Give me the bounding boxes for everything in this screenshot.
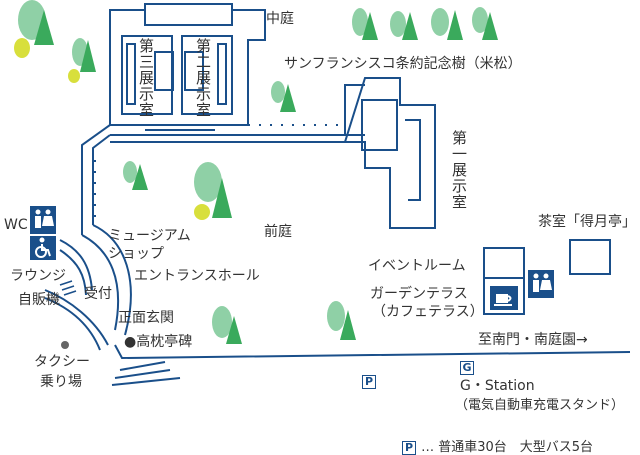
- lounge-label: ラウンジ: [10, 268, 66, 284]
- front-garden-label: 前庭: [264, 224, 292, 240]
- taxi-stand-marker: [61, 341, 69, 349]
- tree-icon: [14, 0, 498, 344]
- tea-room-label: 茶室「得月亭」: [538, 214, 636, 230]
- charging-station-icon: G: [460, 356, 474, 375]
- road: [114, 344, 631, 360]
- cafe-cup-icon: [490, 286, 518, 310]
- corridor: [81, 124, 365, 235]
- cafe-terrace-label: （カフェテラス）: [372, 304, 484, 320]
- main-entrance-label: 正面玄関: [118, 310, 174, 326]
- tea-room-box: [569, 239, 611, 275]
- parking-legend-text: … 普通車30台 大型バス5台: [421, 440, 594, 455]
- gallery2-label: 第二展示室: [194, 38, 212, 118]
- event-room-box: [483, 247, 525, 315]
- upper-building-outline: [109, 9, 266, 126]
- reception-label: 受付: [84, 286, 112, 302]
- g-station-label-1: G・Station: [460, 378, 535, 394]
- parking-legend: P … 普通車30台 大型バス5台: [402, 436, 593, 455]
- garden-terrace-label: ガーデンテラス: [370, 286, 468, 302]
- taxi-label-2: 乗り場: [40, 374, 82, 390]
- gallery2-frame: [181, 35, 233, 115]
- stairs-icon: [59, 280, 77, 296]
- taxi-label-1: タクシー: [34, 354, 90, 370]
- to-south-gate-label: 至南門・南庭園→: [478, 332, 588, 348]
- upper-building-top: [144, 3, 233, 26]
- restroom-icon: [30, 206, 56, 234]
- restroom-icon: [528, 270, 554, 298]
- parking-legend-icon: P: [402, 441, 416, 455]
- museum-shop-label-2: ショップ: [108, 246, 164, 262]
- gallery1-building: [343, 77, 436, 229]
- lobby-lines: [44, 289, 109, 351]
- museum-shop-label-1: ミュージアム: [108, 228, 191, 244]
- courtyard-label: 中庭: [266, 11, 294, 27]
- takamakura-label: ●高枕亭碑: [124, 334, 193, 350]
- entrance-hall-curve: [81, 224, 132, 336]
- gallery1-label: 第一展示室: [450, 130, 468, 210]
- parking-icon: P: [362, 370, 376, 389]
- vending-label: 自販機: [18, 292, 60, 308]
- g-station-label-2: （電気自動車充電スタンド）: [455, 398, 625, 413]
- wheelchair-icon: [30, 236, 56, 260]
- san-francisco-tree-label: サンフランシスコ条約記念樹（米松）: [284, 56, 522, 72]
- gallery3-label: 第三展示室: [137, 38, 155, 118]
- entrance-hall-label: エントランスホール: [134, 268, 260, 284]
- event-room-label: イベントルーム: [368, 258, 466, 274]
- wc-label: WC: [4, 217, 28, 233]
